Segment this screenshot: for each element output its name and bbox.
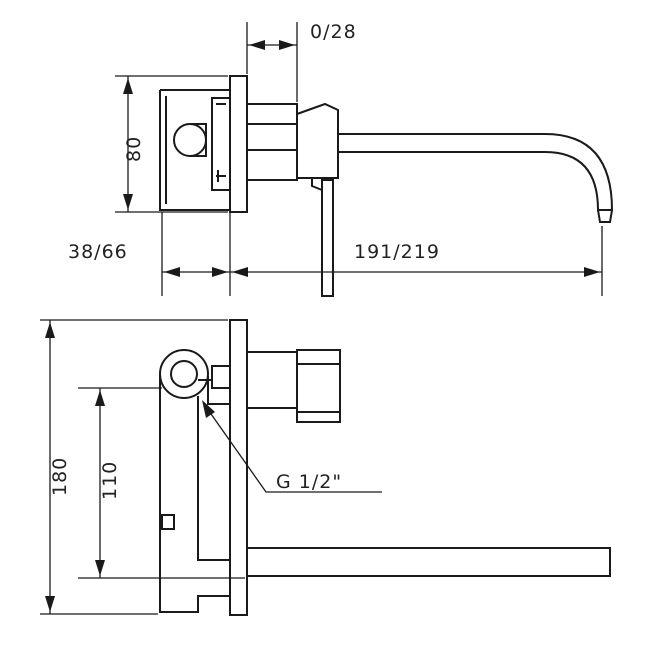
label-height-body: 80	[123, 136, 145, 162]
arrow-wall-right	[212, 267, 228, 277]
arrow-total-top	[45, 322, 55, 338]
arrow-outlet-left	[249, 40, 265, 50]
side-wall-plate	[229, 319, 248, 616]
top-wall-plate	[229, 75, 248, 213]
top-spout-tip	[597, 209, 613, 223]
side-mixer-body	[246, 351, 298, 409]
arrow-total-bottom	[45, 596, 55, 612]
side-valve-plug	[161, 514, 175, 530]
top-lever-housing	[296, 102, 339, 179]
leader-thread	[203, 403, 382, 493]
top-front-body	[247, 103, 298, 181]
arrow-conn-top	[95, 390, 105, 406]
label-total-height: 180	[49, 457, 71, 496]
side-inlet-outer	[159, 349, 209, 399]
label-spout-reach: 191/219	[354, 241, 440, 263]
top-valve-flange	[211, 97, 231, 191]
top-cartridge-stem	[190, 123, 207, 157]
top-spout	[338, 133, 614, 211]
arrow-outlet-right	[279, 40, 295, 50]
arrow-reach-right	[584, 267, 600, 277]
top-valve-body	[159, 89, 230, 211]
label-outlet-offset: 0/28	[310, 21, 357, 43]
top-view: 0/28 80 38/66 191/219	[68, 21, 614, 297]
arrow-wall-left	[164, 267, 180, 277]
top-plug	[216, 103, 226, 182]
arrow-reach-left	[232, 267, 248, 277]
top-lever-handle	[321, 179, 334, 297]
top-cartridge-circle	[173, 123, 207, 157]
side-valve-nut	[211, 365, 231, 389]
label-thread: G 1/2"	[276, 471, 342, 493]
arrow-h80-bottom	[123, 194, 133, 210]
top-lever-joint	[311, 178, 323, 191]
label-wall-depth: 38/66	[68, 241, 128, 263]
side-spout	[246, 547, 611, 577]
arrow-h80-top	[123, 78, 133, 94]
side-view: 180 110 G 1/2"	[40, 319, 611, 616]
arrow-conn-bottom	[95, 560, 105, 576]
label-connection-height: 110	[99, 461, 121, 500]
arrow-thread	[202, 400, 215, 418]
side-handle	[296, 349, 341, 423]
side-valve-body	[159, 374, 230, 613]
side-inlet-inner	[170, 360, 198, 388]
